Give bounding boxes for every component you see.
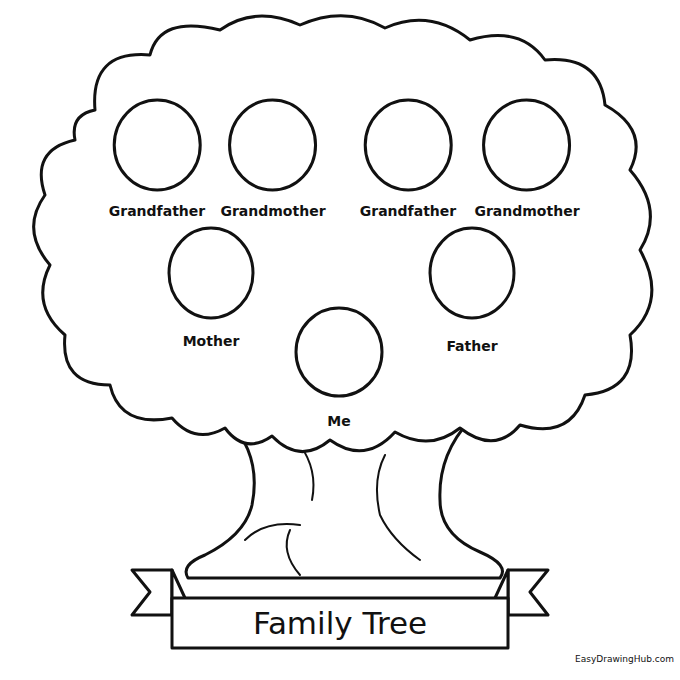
circle-outline [104, 98, 210, 192]
portrait-circle: Grandmother [215, 98, 330, 220]
circle-outline [296, 308, 382, 396]
circle-outline [469, 98, 584, 192]
circle-outline [365, 100, 451, 190]
relative-label: Grandmother [220, 202, 325, 220]
tree-crown [34, 16, 652, 452]
banner-tail [508, 570, 548, 615]
watermark: EasyDrawingHub.com [575, 654, 674, 665]
portrait-circle: Grandfather [355, 98, 461, 220]
circle-outline [169, 228, 253, 318]
banner-tail [132, 570, 172, 615]
relative-label: Grandfather [360, 202, 456, 220]
relative-label: Grandmother [474, 202, 579, 220]
circle-outline [230, 100, 316, 190]
relative-label: Mother [183, 332, 240, 350]
portrait-circle: Father [426, 226, 518, 355]
circle-outline [215, 98, 330, 192]
circle-outline [114, 100, 200, 190]
banner [172, 598, 508, 648]
circle-outline [292, 306, 386, 398]
portrait-circle: Grandmother [469, 98, 584, 220]
circle-outline [426, 226, 518, 320]
circle-outline [430, 228, 514, 318]
portrait-circle: Me [292, 306, 386, 430]
portrait-circle: Grandfather [104, 98, 210, 220]
relative-label: Grandfather [109, 202, 205, 220]
trunk-line [300, 445, 314, 500]
relative-label: Father [446, 337, 497, 355]
trunk-line [287, 530, 300, 575]
circle-outline [355, 98, 461, 192]
circle-outline [165, 226, 257, 320]
banner-title: Family Tree [253, 605, 427, 641]
relative-label: Me [327, 412, 350, 430]
trunk-line [377, 455, 420, 560]
circle-outline [484, 100, 570, 190]
portrait-circle: Mother [165, 226, 257, 350]
trunk-line [245, 524, 300, 540]
